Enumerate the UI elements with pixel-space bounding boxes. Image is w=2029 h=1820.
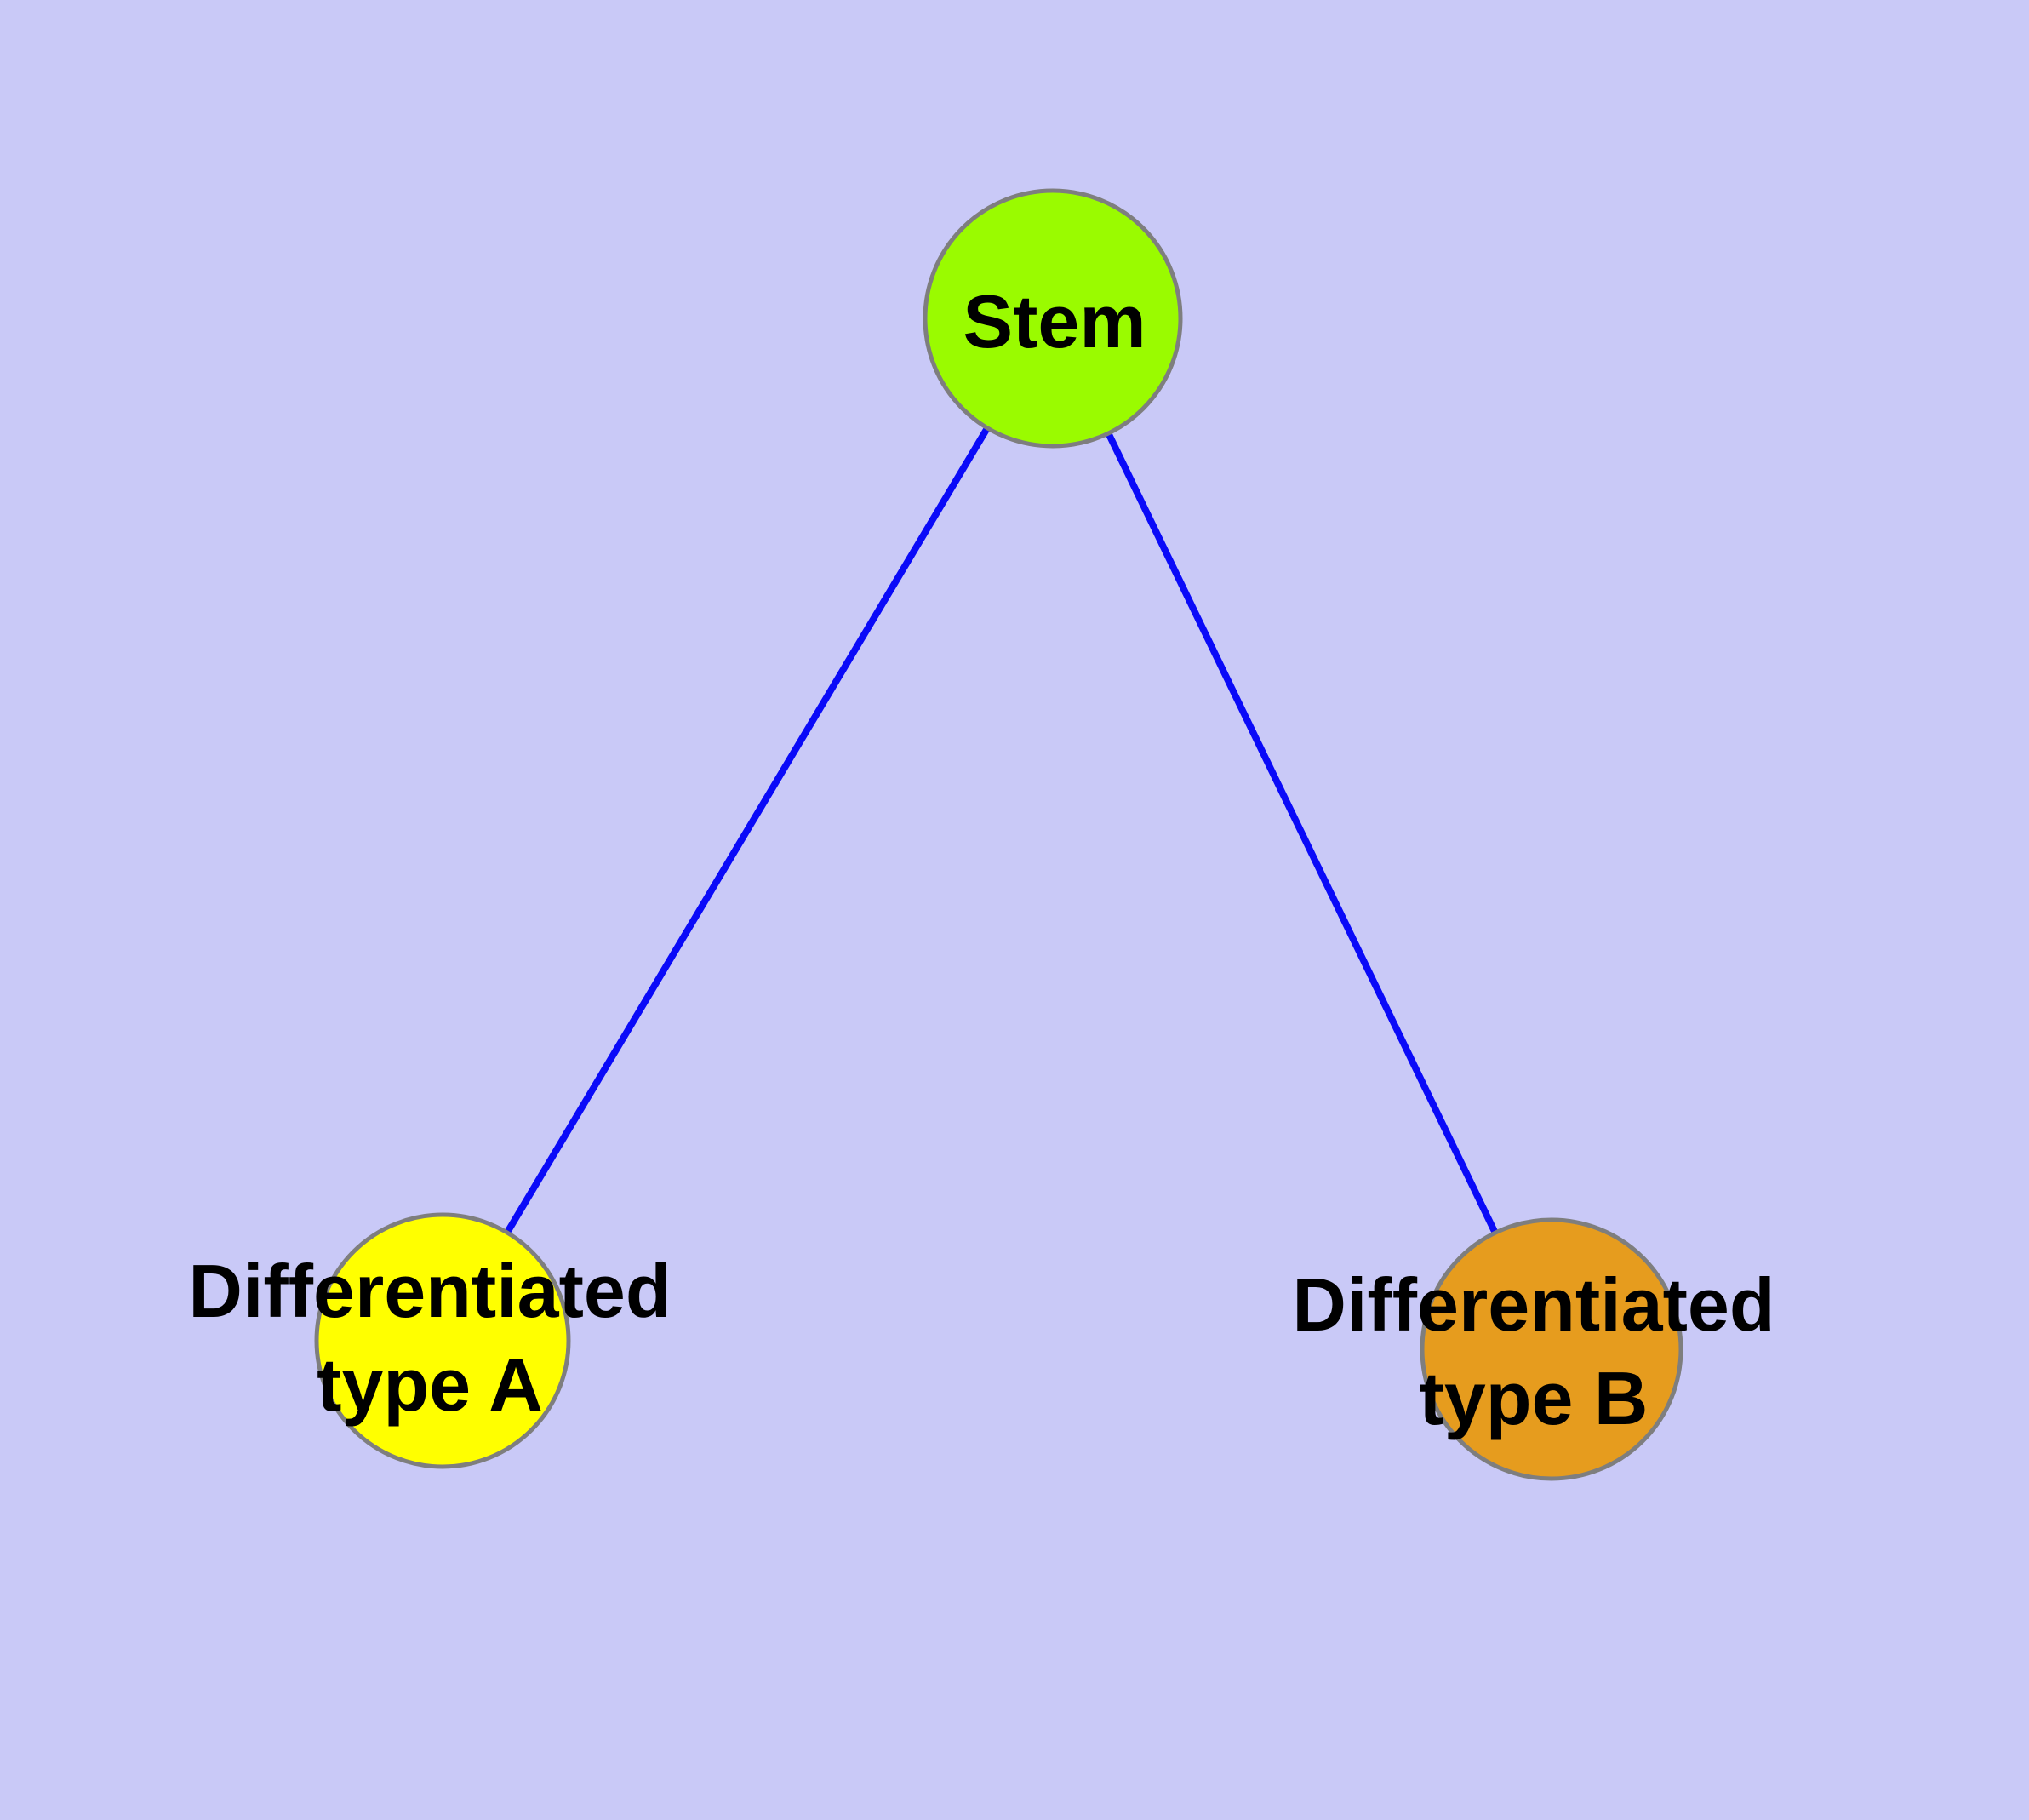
node-type-b-label: Differentiated type B <box>1292 1258 1775 1445</box>
node-stem-circle <box>923 188 1183 449</box>
node-stem-label: Stem <box>963 275 1146 369</box>
node-type-a-circle <box>314 1212 571 1469</box>
edge-stem-to-type-a <box>439 315 1056 1344</box>
node-type-b-label-line2: type B <box>1419 1356 1649 1440</box>
node-type-b-circle <box>1420 1217 1683 1481</box>
node-type-a-label-line1: Differentiated <box>188 1249 672 1333</box>
node-type-a-label: Differentiated type A <box>188 1245 671 1432</box>
node-stem-label-text: Stem <box>963 279 1146 363</box>
edge-stem-to-type-b <box>1049 315 1555 1353</box>
node-type-b-label-line1: Differentiated <box>1292 1262 1775 1347</box>
node-type-a-label-line2: type A <box>317 1342 543 1427</box>
